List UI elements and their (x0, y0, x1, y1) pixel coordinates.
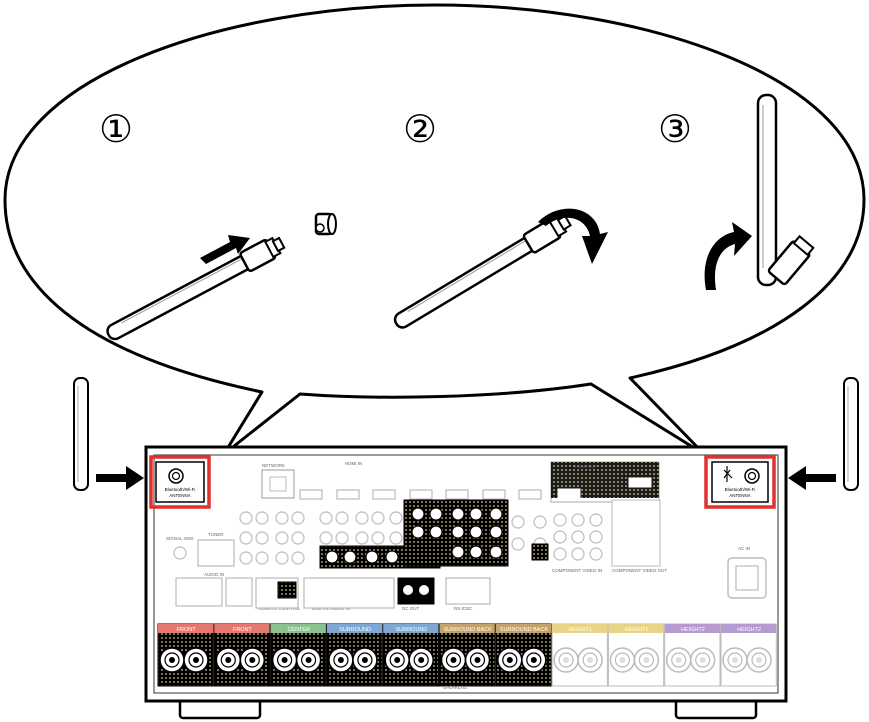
component-video-in-label: COMPONENT VIDEO IN (552, 568, 602, 573)
right-arrow-icon (788, 466, 836, 490)
speaker-label-2: FRONT (233, 627, 253, 633)
left-side-antenna (73, 377, 89, 491)
speaker-terminal-5: SURROUND (382, 623, 440, 687)
speaker-label-4: SURROUND (339, 627, 371, 633)
left-antenna-terminal: Bluetooth/Wi-Fi ANTENNA (155, 461, 205, 503)
speaker-terminal-6: SURROUND BACK (439, 623, 496, 687)
step-number-1: ① (99, 107, 133, 151)
audio-in-label: AUDIO IN (204, 572, 224, 577)
speaker-label-8: HEIGHT1 (568, 627, 592, 633)
callout-bubble (3, 3, 866, 456)
antenna-connector-icon (314, 212, 337, 236)
right-antenna-label-line1: Bluetooth/Wi-Fi (725, 487, 756, 492)
dc-out-label: DC OUT (402, 606, 419, 611)
left-antenna-label-line2: ANTENNA (169, 493, 191, 498)
signal-gnd-label: SIGNAL GND (166, 536, 194, 541)
rs232c-label: RS-232C (454, 606, 473, 611)
left-arrow-icon (96, 466, 144, 490)
right-antenna-terminal: Bluetooth/Wi-Fi ANTENNA (711, 461, 769, 503)
left-antenna-highlight (149, 455, 211, 509)
speakers-label: SPEAKERS (443, 685, 467, 690)
insert-arrow-icon (200, 235, 250, 264)
speaker-terminal-8: HEIGHT1 (551, 623, 608, 687)
left-antenna-label-line1: Bluetooth/Wi-Fi (165, 487, 196, 492)
speaker-terminal-9: HEIGHT1 (607, 623, 665, 687)
speaker-label-7: SURROUND BACK (500, 627, 549, 633)
step2-antenna-illustration (393, 208, 608, 329)
step-number-2: ② (403, 107, 437, 151)
right-side-antenna (843, 377, 859, 491)
raise-arrow-icon (704, 222, 752, 290)
speaker-label-11: HEIGHT2 (737, 627, 761, 633)
speaker-terminal-10: HEIGHT2 (664, 623, 721, 687)
hdmi-out-label: HDMI OUT (575, 464, 597, 469)
speaker-terminal-strip: FRONT FRONT CENTER SURROUND SURROUND SURROUND… (157, 623, 777, 687)
speaker-label-1: FRONT (177, 627, 197, 633)
right-antenna-label-line2: ANTENNA (729, 493, 751, 498)
speaker-terminal-1: FRONT (157, 623, 214, 687)
speaker-terminal-3: CENTER (270, 623, 327, 687)
speaker-label-9: HEIGHT1 (625, 627, 649, 633)
component-video-out-label: COMPONENT VIDEO OUT (612, 568, 667, 573)
speaker-label-3: CENTER (287, 627, 310, 633)
step-number-3: ③ (658, 107, 692, 151)
speaker-terminal-4: SURROUND (326, 623, 383, 687)
step1-antenna-illustration (106, 212, 337, 341)
bluetooth-icon (723, 466, 733, 482)
speaker-label-5: SURROUND (395, 627, 427, 633)
hdmi-in-ports (299, 489, 542, 500)
speaker-label-6: SURROUND BACK (444, 627, 493, 633)
speaker-terminal-7: SURROUND BACK (495, 623, 552, 687)
hdmi-in-label: HDMI IN (345, 461, 362, 466)
right-antenna-highlight (704, 455, 776, 509)
rotate-arrow-icon (538, 208, 608, 264)
step3-antenna-illustration (704, 93, 815, 290)
audio-in-jacks (239, 511, 403, 565)
speaker-terminal-2: FRONT (213, 623, 271, 687)
network-label: NETWORK (262, 463, 285, 468)
ac-in-label: AC IN (738, 546, 750, 551)
tuner-label: TUNER (208, 532, 224, 537)
speaker-terminal-11: HEIGHT2 (720, 623, 777, 687)
speaker-label-10: HEIGHT2 (681, 627, 705, 633)
